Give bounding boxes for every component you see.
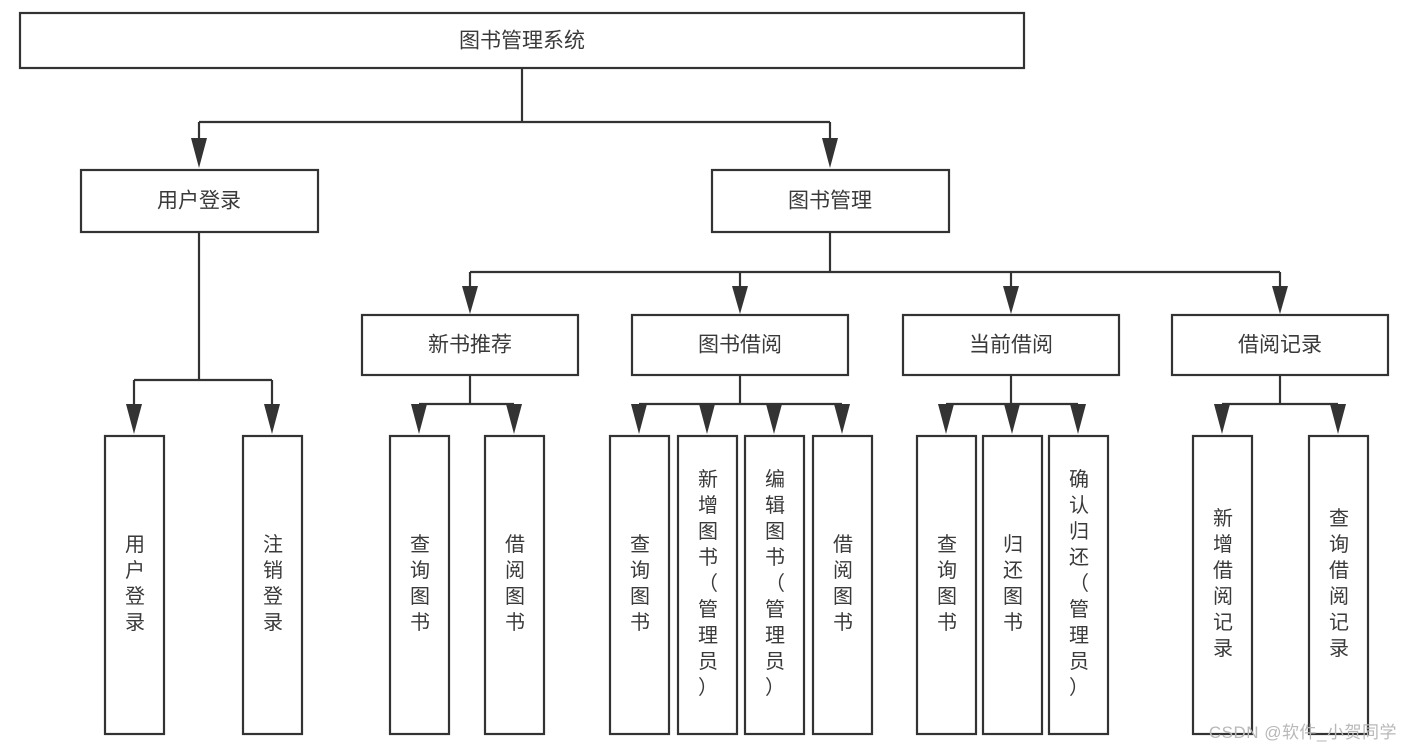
connector-group-book-borrow	[631, 375, 850, 434]
node-book-mgmt-label: 图书管理	[788, 190, 872, 213]
leaf-book-borrow-4[interactable]: 借阅图书	[811, 434, 874, 736]
leaf-book-borrow-1-label: 查询图书	[630, 533, 650, 634]
leaf-new-book-1-box[interactable]	[388, 434, 451, 736]
arrow-head-user-login	[191, 138, 207, 168]
node-book-borrow-box[interactable]	[630, 313, 850, 377]
leaf-new-book-1[interactable]: 查询图书	[388, 434, 451, 736]
leaf-book-borrow-1-box[interactable]	[608, 434, 671, 736]
node-new-book-recommend-box[interactable]	[360, 313, 580, 377]
node-new-book-recommend-label: 新书推荐	[428, 334, 512, 357]
node-book-borrow-label: 图书借阅	[698, 334, 782, 357]
connector-group-user-login	[126, 232, 280, 434]
arrow-head-leaf-borrow-record-2	[1330, 404, 1346, 434]
connector-group-borrow-record	[1214, 375, 1346, 434]
arrow-head-leaf-new-book-1	[411, 404, 427, 434]
arrow-head-leaf-book-borrow-2	[699, 404, 715, 434]
arrow-head-leaf-book-borrow-3	[766, 404, 782, 434]
csdn-watermark: CSDN @软件_小贺同学	[1208, 723, 1397, 742]
node-current-borrow[interactable]: 当前借阅	[901, 313, 1121, 377]
arrow-head-l3-borrow-record	[1272, 286, 1288, 314]
node-current-borrow-box[interactable]	[901, 313, 1121, 377]
arrow-head-leaf-new-book-2	[506, 404, 522, 434]
node-borrow-record-label: 借阅记录	[1238, 334, 1322, 357]
leaf-borrow-record-2-label: 查询借阅记录	[1329, 507, 1349, 660]
node-borrow-record[interactable]: 借阅记录	[1170, 313, 1390, 377]
leaf-current-borrow-2[interactable]: 归还图书	[981, 434, 1044, 736]
leaf-book-borrow-2[interactable]: 新增图书（管理员）	[676, 434, 739, 736]
node-root[interactable]: 图书管理系统	[18, 11, 1026, 70]
leaf-borrow-record-1-box[interactable]	[1191, 434, 1254, 736]
leaf-book-borrow-3-label: 编辑图书（管理员）	[765, 468, 785, 699]
leaf-new-book-2-box[interactable]	[483, 434, 546, 736]
leaf-borrow-record-1[interactable]: 新增借阅记录	[1191, 434, 1254, 736]
node-root-label: 图书管理系统	[459, 30, 585, 53]
arrow-head-l3-book-borrow	[732, 286, 748, 314]
arrow-head-leaf-user-login-2	[264, 404, 280, 434]
leaf-new-book-1-label: 查询图书	[410, 533, 430, 634]
node-book-mgmt[interactable]: 图书管理	[710, 168, 951, 234]
node-book-borrow[interactable]: 图书借阅	[630, 313, 850, 377]
leaf-book-borrow-3-box[interactable]	[743, 434, 806, 736]
leaf-book-borrow-2-box[interactable]	[676, 434, 739, 736]
leaf-user-login-1-box[interactable]	[103, 434, 166, 736]
leaf-current-borrow-2-label: 归还图书	[1003, 533, 1023, 634]
connector-group-root	[191, 68, 838, 168]
arrow-head-leaf-current-borrow-3	[1070, 404, 1086, 434]
leaf-user-login-2[interactable]: 注销登录	[241, 434, 304, 736]
arrow-head-leaf-borrow-record-1	[1214, 404, 1230, 434]
leaf-current-borrow-3-box[interactable]	[1047, 434, 1110, 736]
leaf-user-login-2-box[interactable]	[241, 434, 304, 736]
arrow-head-leaf-current-borrow-2	[1004, 404, 1020, 434]
arrow-head-l3-new-book	[462, 286, 478, 314]
connector-group-book-mgmt	[462, 232, 1288, 314]
connector-group-current-borrow	[938, 375, 1086, 434]
leaf-book-borrow-1[interactable]: 查询图书	[608, 434, 671, 736]
leaf-borrow-record-2-box[interactable]	[1307, 434, 1370, 736]
arrow-head-book-mgmt	[822, 138, 838, 168]
node-user-login[interactable]: 用户登录	[79, 168, 320, 234]
node-user-login-label: 用户登录	[157, 190, 241, 213]
leaf-current-borrow-1-label: 查询图书	[937, 533, 957, 634]
arrow-head-leaf-user-login-1	[126, 404, 142, 434]
leaf-book-borrow-4-box[interactable]	[811, 434, 874, 736]
node-book-mgmt-box[interactable]	[710, 168, 951, 234]
leaf-current-borrow-3[interactable]: 确认归还（管理员）	[1047, 434, 1110, 736]
leaf-user-login-2-label: 注销登录	[263, 533, 283, 634]
node-root-box[interactable]	[18, 11, 1026, 70]
leaf-user-login-1-label: 用户登录	[125, 534, 145, 634]
node-new-book-recommend[interactable]: 新书推荐	[360, 313, 580, 377]
leaf-current-borrow-1-box[interactable]	[915, 434, 978, 736]
connector-group-new-book	[411, 375, 522, 434]
leaf-new-book-2-label: 借阅图书	[505, 533, 525, 634]
arrow-head-leaf-current-borrow-1	[938, 404, 954, 434]
leaf-borrow-record-2[interactable]: 查询借阅记录	[1307, 434, 1370, 736]
leaf-user-login-1[interactable]: 用户登录	[103, 434, 166, 736]
leaf-current-borrow-1[interactable]: 查询图书	[915, 434, 978, 736]
node-current-borrow-label: 当前借阅	[969, 334, 1053, 357]
node-user-login-box[interactable]	[79, 168, 320, 234]
leaf-new-book-2[interactable]: 借阅图书	[483, 434, 546, 736]
leaf-borrow-record-1-label: 新增借阅记录	[1213, 507, 1233, 660]
node-borrow-record-box[interactable]	[1170, 313, 1390, 377]
leaf-book-borrow-2-label: 新增图书（管理员）	[698, 468, 718, 699]
leaf-book-borrow-4-label: 借阅图书	[833, 533, 853, 634]
arrow-head-leaf-book-borrow-4	[834, 404, 850, 434]
arrow-head-l3-current-borrow	[1003, 286, 1019, 314]
leaf-current-borrow-3-label: 确认归还（管理员）	[1069, 468, 1089, 699]
arrow-head-leaf-book-borrow-1	[631, 404, 647, 434]
leaf-current-borrow-2-box[interactable]	[981, 434, 1044, 736]
leaf-book-borrow-3[interactable]: 编辑图书（管理员）	[743, 434, 806, 736]
